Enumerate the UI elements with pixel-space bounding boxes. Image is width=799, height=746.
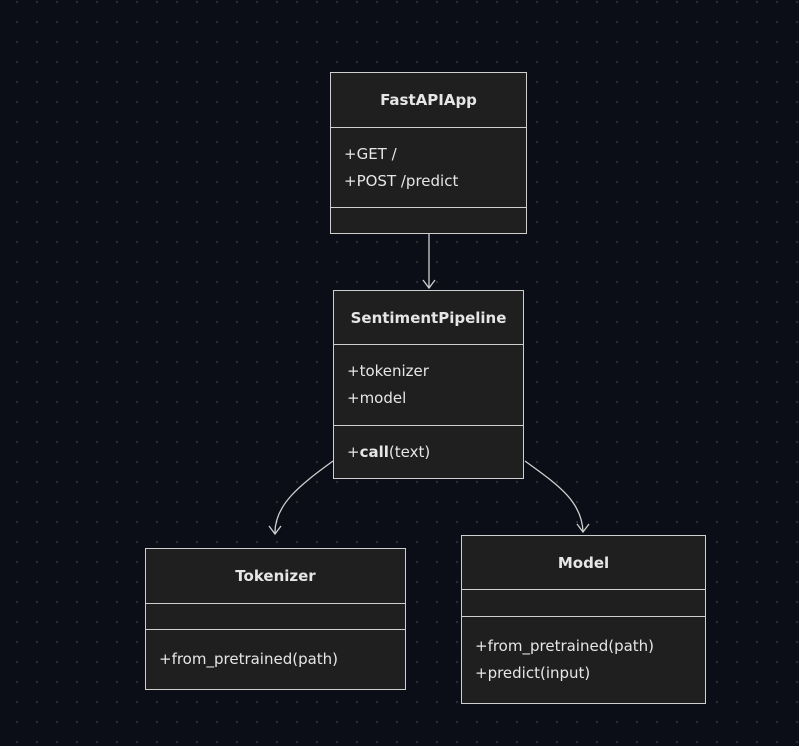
class-sentimentpipeline[interactable]: SentimentPipeline +tokenizer +model +cal…	[333, 290, 524, 479]
class-name: FastAPIApp	[331, 73, 526, 128]
class-methods	[331, 208, 526, 233]
class-name: Tokenizer	[146, 549, 405, 604]
class-attributes	[146, 604, 405, 630]
class-tokenizer[interactable]: Tokenizer +from_pretrained(path)	[145, 548, 406, 690]
method: +from_pretrained(path)	[159, 650, 339, 668]
class-methods: +call(text)	[334, 426, 523, 478]
attribute: +POST /predict	[344, 171, 459, 190]
method-args: (text)	[388, 442, 431, 461]
class-name: Model	[462, 536, 705, 590]
method: +predict(input)	[475, 664, 591, 682]
method-name: call	[359, 442, 389, 461]
attribute: +model	[347, 389, 407, 407]
class-methods: +from_pretrained(path)	[146, 630, 405, 689]
edge-sentimentpipeline-to-model	[524, 460, 584, 533]
class-attributes: +GET / +POST /predict	[331, 128, 526, 208]
attribute: +tokenizer	[347, 362, 429, 380]
method-prefix: +	[347, 442, 360, 461]
class-fastapiapp[interactable]: FastAPIApp +GET / +POST /predict	[330, 72, 527, 234]
attribute: +GET /	[344, 144, 397, 163]
class-model[interactable]: Model +from_pretrained(path) +predict(in…	[461, 535, 706, 704]
arrowhead-model	[576, 523, 590, 534]
method: +from_pretrained(path)	[475, 637, 655, 655]
edge-sentimentpipeline-to-tokenizer	[274, 460, 334, 535]
class-name: SentimentPipeline	[334, 291, 523, 345]
method: +call(text)	[347, 439, 510, 466]
class-methods: +from_pretrained(path) +predict(input)	[462, 617, 705, 703]
arrowhead-tokenizer	[268, 525, 282, 536]
class-attributes	[462, 590, 705, 617]
arrowhead-sentimentpipeline	[422, 279, 436, 290]
class-attributes: +tokenizer +model	[334, 345, 523, 426]
